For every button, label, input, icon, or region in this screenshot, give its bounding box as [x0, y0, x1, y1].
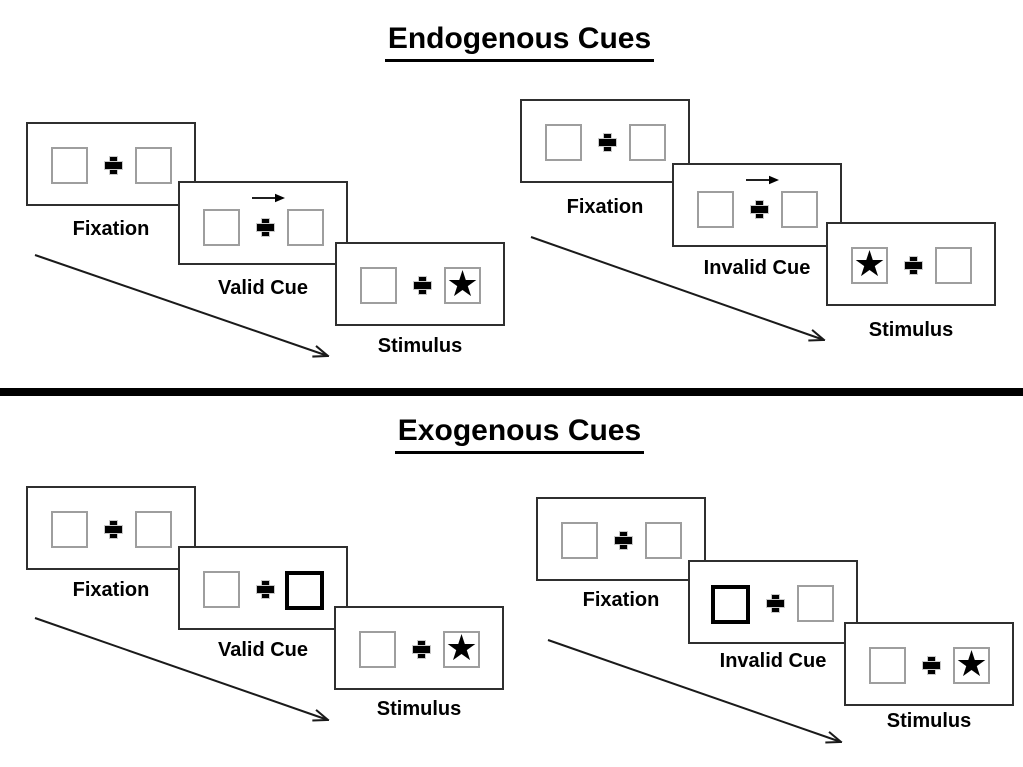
cue-panel	[178, 181, 348, 265]
right-box	[781, 191, 818, 228]
cued-left-box	[711, 585, 750, 624]
fixation-panel	[520, 99, 690, 183]
fixation-cross-icon	[767, 595, 784, 612]
left-box	[545, 124, 582, 161]
left-box	[360, 267, 397, 304]
fixation-cross-icon	[923, 657, 940, 674]
fixation-cross-icon	[413, 641, 430, 658]
stimulus-panel: ★	[826, 222, 996, 306]
section-title-text: Exogenous Cues	[394, 414, 645, 454]
timeline-arrow	[34, 617, 328, 720]
panel-label: Valid Cue	[217, 277, 309, 299]
fixation-cross-icon	[105, 521, 122, 538]
right-arrow-cue-icon	[251, 191, 285, 203]
left-box	[869, 647, 906, 684]
right-box	[645, 522, 682, 559]
timeline-arrow	[34, 254, 328, 356]
section-title-text: Endogenous Cues	[384, 22, 655, 62]
fixation-panel	[26, 486, 196, 570]
fixation-panel	[26, 122, 196, 206]
cue-panel	[672, 163, 842, 247]
right-box	[629, 124, 666, 161]
right-box	[287, 209, 324, 246]
stimulus-panel: ★	[334, 606, 504, 690]
panel-label: Invalid Cue	[719, 650, 827, 672]
right-box: ★	[444, 263, 481, 305]
right-box	[935, 247, 972, 284]
panel-label: Valid Cue	[217, 639, 309, 661]
left-box	[697, 191, 734, 228]
left-box	[561, 522, 598, 559]
fixation-cross-icon	[257, 581, 274, 598]
left-box	[51, 511, 88, 548]
fixation-cross-icon	[599, 134, 616, 151]
fixation-cross-icon	[414, 277, 431, 294]
star-stimulus-icon: ★	[445, 627, 478, 669]
right-box	[797, 585, 834, 622]
right-box: ★	[443, 627, 480, 669]
panel-label: Fixation	[72, 218, 150, 240]
timeline-arrow	[530, 236, 824, 340]
fixation-cross-icon	[905, 257, 922, 274]
section-title-endogenous: Endogenous Cues	[0, 22, 1023, 62]
section-title-exogenous: Exogenous Cues	[0, 414, 1023, 454]
right-box	[135, 511, 172, 548]
panel-label: Stimulus	[376, 698, 462, 720]
cued-right-box	[285, 571, 324, 610]
panel-label: Stimulus	[868, 319, 954, 341]
cue-panel	[178, 546, 348, 630]
right-box: ★	[953, 643, 990, 685]
left-box	[203, 571, 240, 608]
star-stimulus-icon: ★	[955, 643, 988, 685]
fixation-cross-icon	[257, 219, 274, 236]
star-stimulus-icon: ★	[853, 243, 886, 285]
section-divider	[0, 388, 1023, 396]
panel-label: Stimulus	[886, 710, 972, 732]
fixation-cross-icon	[751, 201, 768, 218]
fixation-cross-icon	[615, 532, 632, 549]
panel-label: Invalid Cue	[703, 257, 811, 279]
panel-label: Fixation	[582, 589, 660, 611]
panel-label: Fixation	[566, 196, 644, 218]
fixation-panel	[536, 497, 706, 581]
fixation-cross-icon	[105, 157, 122, 174]
left-box	[51, 147, 88, 184]
cue-panel	[688, 560, 858, 644]
panel-label: Fixation	[72, 579, 150, 601]
star-stimulus-icon: ★	[446, 263, 479, 305]
right-arrow-cue-icon	[745, 173, 779, 185]
left-box: ★	[851, 243, 888, 285]
left-box	[203, 209, 240, 246]
stimulus-panel: ★	[335, 242, 505, 326]
panel-label: Stimulus	[377, 335, 463, 357]
stimulus-panel: ★	[844, 622, 1014, 706]
right-box	[135, 147, 172, 184]
left-box	[359, 631, 396, 668]
